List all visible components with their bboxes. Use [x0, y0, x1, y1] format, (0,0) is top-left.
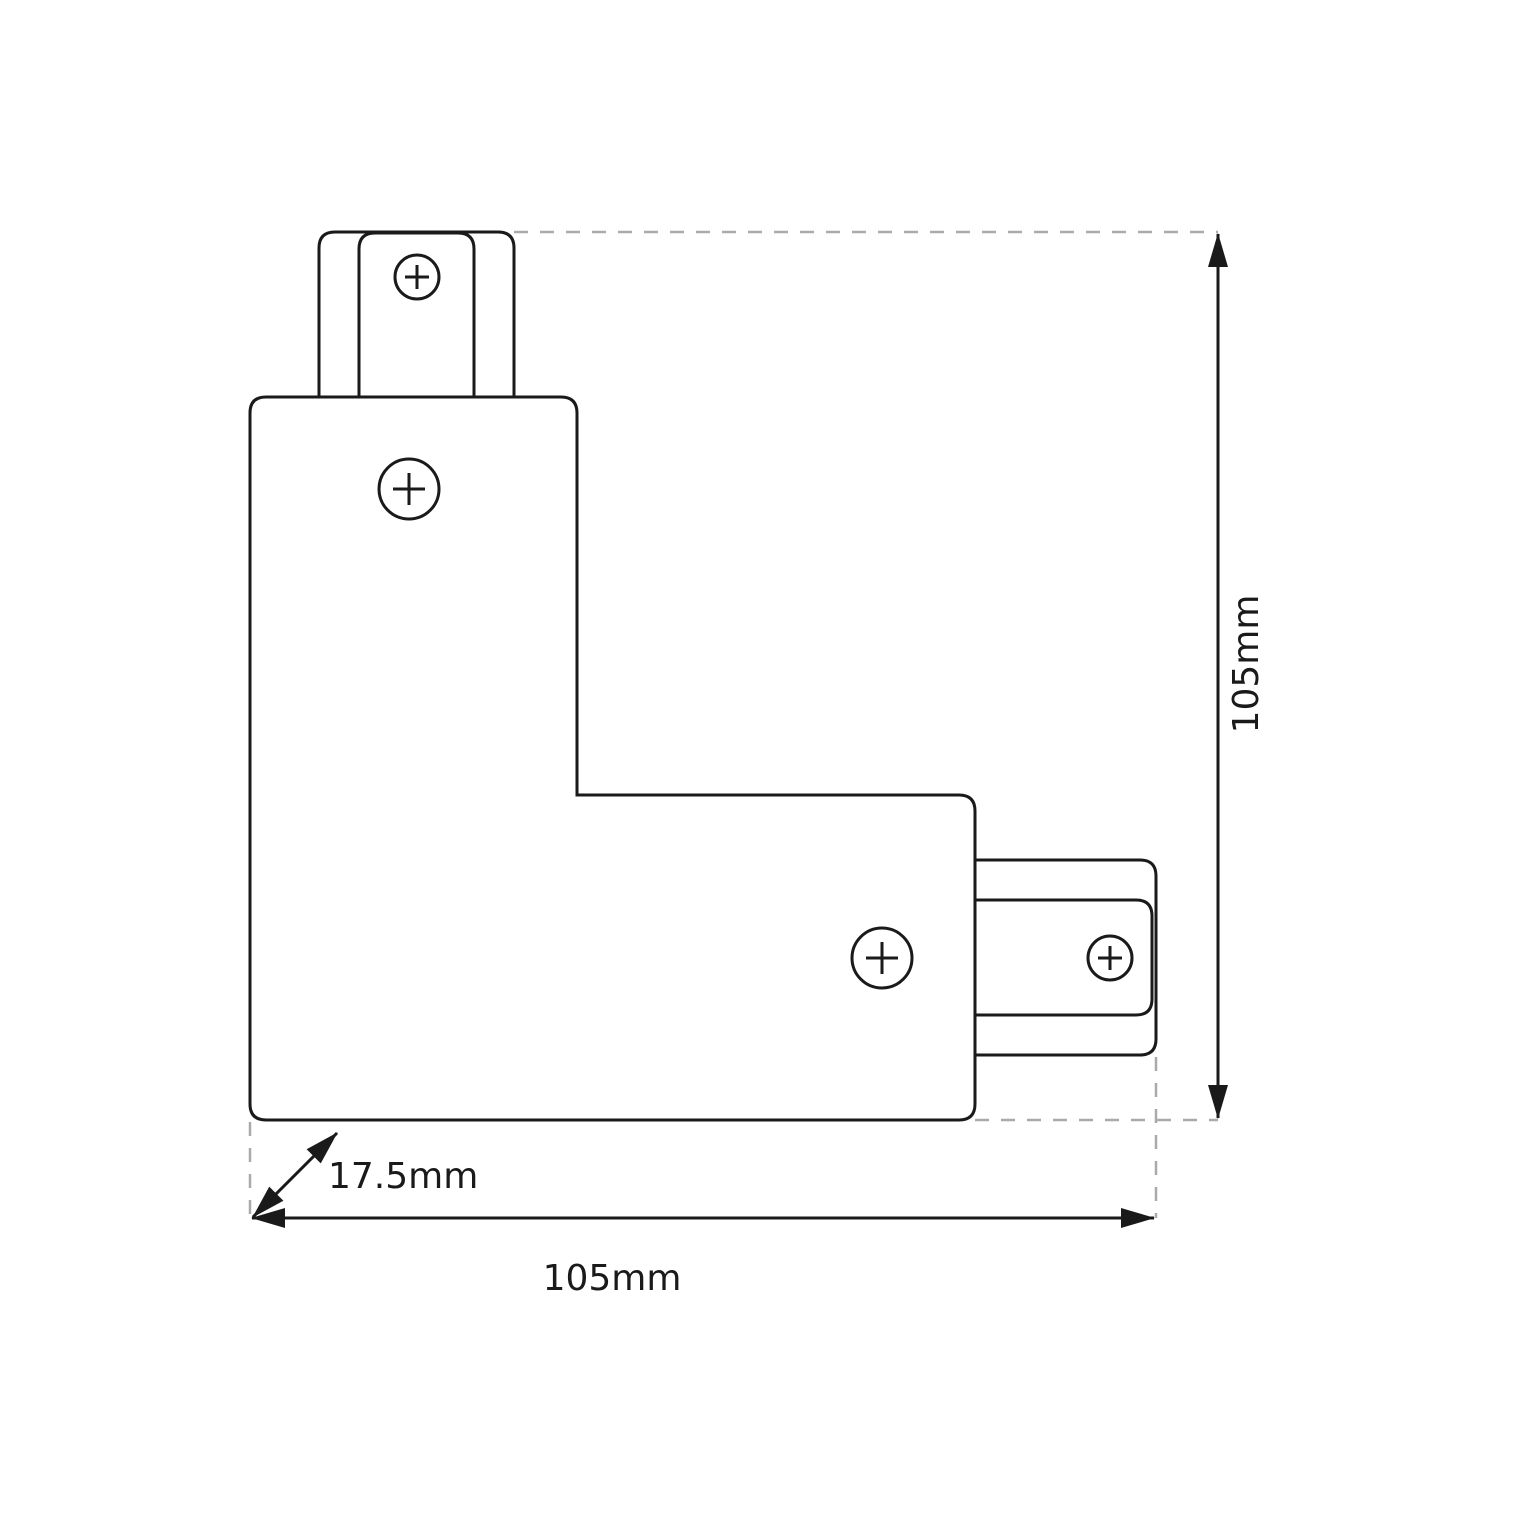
l-body — [248, 395, 977, 1122]
depth-dimension-arrow — [251, 1131, 339, 1219]
top-connector — [317, 230, 516, 397]
right-connector-inner — [975, 898, 1154, 1017]
screw-icon — [393, 253, 441, 301]
screw-icon — [850, 926, 914, 990]
height-label: 105mm — [1226, 595, 1267, 734]
width-label: 105mm — [543, 1258, 682, 1299]
top-connector-inner — [357, 231, 476, 397]
depth-label: 17.5mm — [328, 1156, 478, 1197]
screw-icon — [377, 457, 441, 521]
right-connector — [975, 858, 1158, 1057]
screw-icon — [1086, 934, 1134, 982]
extension-lines — [248, 230, 1218, 1218]
